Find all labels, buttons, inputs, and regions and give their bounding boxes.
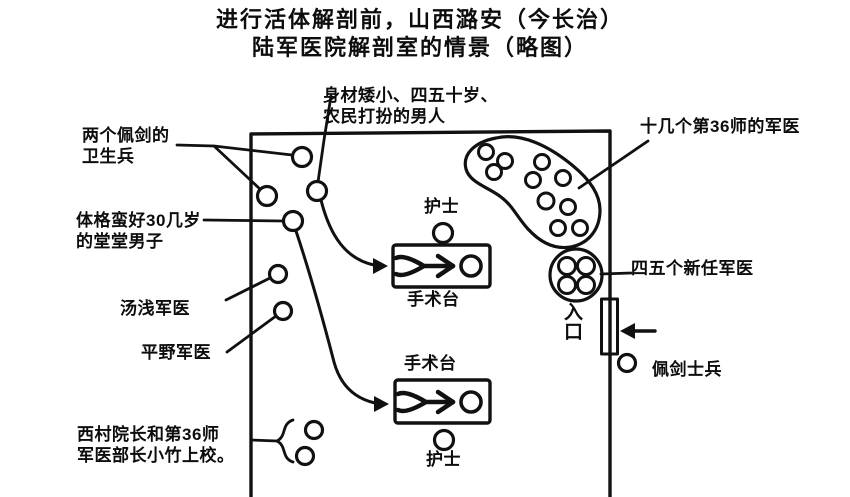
farmer-circle xyxy=(305,179,329,203)
label-yuasa: 汤浅军医 xyxy=(120,299,190,318)
sword-soldier-circle xyxy=(616,352,638,374)
label-sword-soldier: 佩剑士兵 xyxy=(652,360,722,379)
path-arrow-bottom xyxy=(294,229,389,412)
leader-new-doctors xyxy=(599,271,633,276)
label-guards: 两个佩剑的 卫生兵 xyxy=(82,126,170,166)
page-title: 进行活体解剖前，山西潞安（今长治） 陆军医院解剖室的情景（略图） xyxy=(0,6,840,61)
nishimura-brace xyxy=(275,418,295,464)
people-circles xyxy=(255,145,638,467)
door xyxy=(600,297,619,356)
new-doctors-outline xyxy=(548,247,604,303)
yuasa-circle xyxy=(267,263,289,285)
operating-table-bottom xyxy=(393,378,492,425)
room-walls xyxy=(249,129,612,497)
label-nurse-bottom: 护士 xyxy=(426,450,461,469)
label-hirano: 平野军医 xyxy=(141,343,211,362)
man30s-circle xyxy=(281,209,305,233)
nishimura-circle-1 xyxy=(303,419,325,441)
nurse-bottom-circle xyxy=(432,428,456,452)
label-table-top: 手术台 xyxy=(407,290,460,309)
label-entrance: 入口 xyxy=(561,302,582,341)
patient-figure-top xyxy=(393,253,483,279)
leader-man30s xyxy=(202,218,285,223)
hirano-circle xyxy=(272,300,294,322)
operating-table-top xyxy=(391,243,492,289)
new-doctors-circles xyxy=(557,256,596,295)
doctors36-circles xyxy=(477,143,589,237)
leader-hirano xyxy=(225,314,278,354)
leader-guards xyxy=(175,143,294,192)
title-line-1: 进行活体解剖前，山西潞安（今长治） xyxy=(215,7,624,32)
guard-circle-2 xyxy=(255,184,279,208)
patient-figure-bottom xyxy=(395,389,483,415)
leader-nishimura xyxy=(249,438,279,443)
leader-doctors36 xyxy=(577,139,650,190)
guard-circle-1 xyxy=(290,145,314,169)
label-table-bottom: 手术台 xyxy=(404,354,457,373)
nishimura-circle-2 xyxy=(294,445,316,467)
label-new-doctors: 四五个新任军医 xyxy=(631,259,754,278)
leader-lines xyxy=(175,94,650,464)
label-man30s: 体格蛮好30几岁 的堂堂男子 xyxy=(76,211,201,251)
leader-farmer xyxy=(316,94,333,184)
label-doctors36: 十几个第36师的军医 xyxy=(640,117,800,136)
leader-yuasa xyxy=(224,276,272,302)
doctors36-group-outline xyxy=(463,135,602,250)
label-farmer: 身材矮小、四五十岁、 农民打扮的男人 xyxy=(323,86,498,126)
label-nurse-top: 护士 xyxy=(424,197,459,216)
entrance-arrow-icon xyxy=(620,323,657,339)
title-line-2: 陆军医院解剖室的情景（略图） xyxy=(251,34,588,60)
nurse-top-circle xyxy=(431,221,455,245)
label-nishimura: 西村院长和第36师 军医部长小竹上校。 xyxy=(77,425,235,465)
path-arrow-top xyxy=(319,198,388,274)
